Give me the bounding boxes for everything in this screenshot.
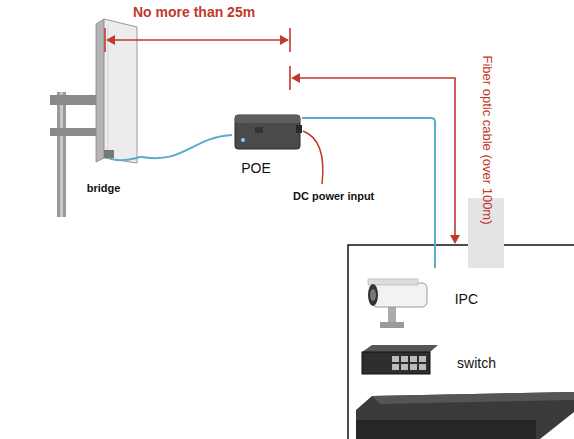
dimension-label: No more than 25m bbox=[133, 4, 255, 20]
node-label: switch bbox=[457, 355, 496, 371]
cable-connector bbox=[140, 135, 232, 158]
equipment-frame bbox=[348, 245, 574, 439]
camera-illustration bbox=[368, 279, 427, 328]
node-label: bridge bbox=[87, 182, 121, 194]
leader-line bbox=[303, 131, 323, 184]
poe-node: POE bbox=[232, 113, 302, 180]
dimension-arrow bbox=[105, 28, 290, 52]
switch-node: switch bbox=[358, 340, 510, 385]
switch-illustration bbox=[362, 345, 438, 374]
callout-label: DC power input bbox=[293, 190, 374, 202]
antenna-illustration bbox=[50, 19, 140, 217]
bridge-node: bridge bbox=[45, 12, 140, 200]
node-label: IPC bbox=[455, 291, 478, 307]
node-label: POE bbox=[241, 160, 271, 176]
cable-label: Fiber optic cable (over 100m) bbox=[480, 55, 495, 224]
recorder-illustration bbox=[356, 392, 574, 439]
camera-node: IPC bbox=[358, 268, 510, 330]
poe-injector bbox=[235, 115, 302, 149]
